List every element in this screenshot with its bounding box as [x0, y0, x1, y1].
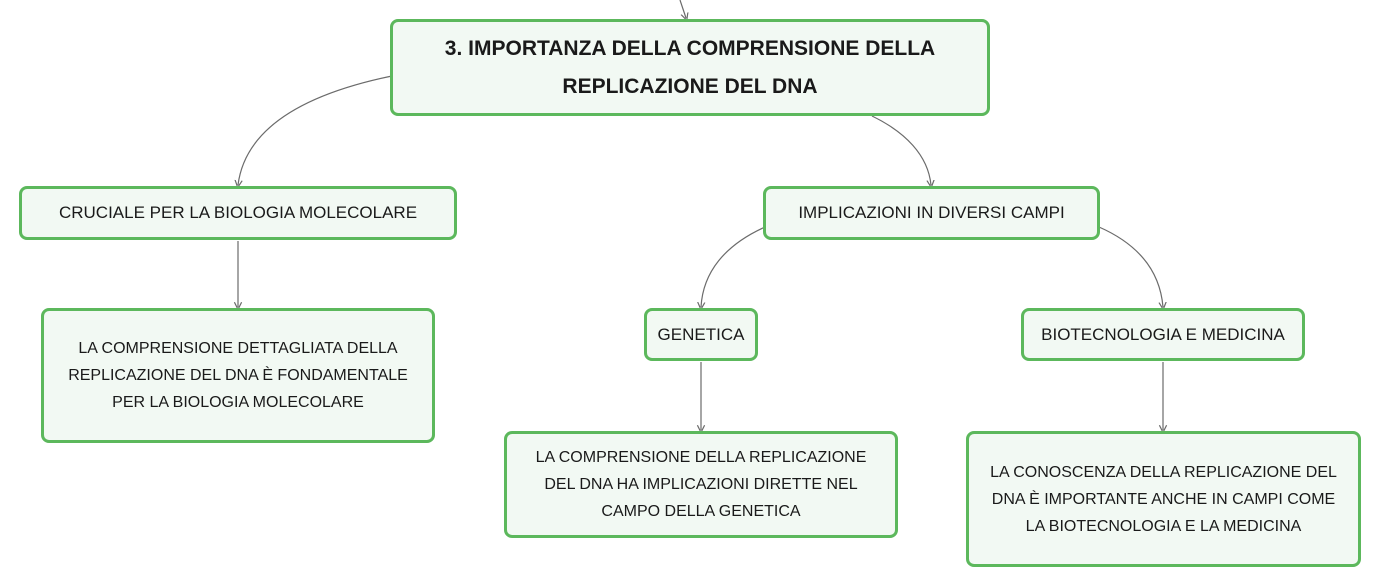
- connector-root-implicazioni: [871, 115, 931, 185]
- leaf-biologia-line-2: REPLICAZIONE DEL DNA È FONDAMENTALE: [68, 367, 408, 384]
- branch-node-genetica[interactable]: GENETICA: [644, 308, 758, 361]
- leaf-genetica-line-2: DEL DNA HA IMPLICAZIONI DIRETTE NEL: [544, 476, 858, 493]
- branch-implicazioni-label: IMPLICAZIONI IN DIVERSI CAMPI: [798, 203, 1065, 222]
- leaf-biologia-line-1: LA COMPRENSIONE DETTAGLIATA DELLA: [78, 340, 398, 357]
- connector-root-biologia: [238, 75, 393, 185]
- branch-node-biotecnologia[interactable]: BIOTECNOLOGIA E MEDICINA: [1021, 308, 1305, 361]
- root-text-line-2: REPLICAZIONE DEL DNA: [562, 74, 818, 98]
- branch-node-implicazioni[interactable]: IMPLICAZIONI IN DIVERSI CAMPI: [763, 186, 1100, 240]
- branch-biologia-label: CRUCIALE PER LA BIOLOGIA MOLECOLARE: [58, 203, 418, 222]
- leaf-genetica-text: LA COMPRENSIONE DELLA REPLICAZIONE DEL D…: [536, 444, 867, 525]
- root-text-line-1: 3. IMPORTANZA DELLA COMPRENSIONE DELLA: [444, 36, 936, 60]
- leaf-biotecnologia-line-2: DNA È IMPORTANTE ANCHE IN CAMPI COME: [991, 490, 1336, 508]
- leaf-node-biologia[interactable]: LA COMPRENSIONE DETTAGLIATA DELLA REPLIC…: [41, 308, 435, 443]
- branch-genetica-label: GENETICA: [657, 324, 745, 344]
- leaf-biotecnologia-line-3: LA BIOTECNOLOGIA E LA MEDICINA: [1025, 517, 1302, 535]
- branch-biotecnologia-label: BIOTECNOLOGIA E MEDICINA: [1041, 324, 1285, 344]
- connector-implicazioni-genetica: [701, 226, 766, 307]
- connector-incoming: [679, 0, 686, 18]
- leaf-node-genetica[interactable]: LA COMPRENSIONE DELLA REPLICAZIONE DEL D…: [504, 431, 898, 538]
- connector-implicazioni-biotecnologia: [1098, 226, 1163, 307]
- root-node-text: 3. IMPORTANZA DELLA COMPRENSIONE DELLA R…: [445, 30, 935, 106]
- leaf-biologia-text: LA COMPRENSIONE DETTAGLIATA DELLA REPLIC…: [68, 335, 408, 416]
- leaf-node-biotecnologia[interactable]: LA CONOSCENZA DELLA REPLICAZIONE DEL DNA…: [966, 431, 1361, 567]
- root-node[interactable]: 3. IMPORTANZA DELLA COMPRENSIONE DELLA R…: [390, 19, 990, 116]
- branch-node-biologia[interactable]: CRUCIALE PER LA BIOLOGIA MOLECOLARE: [19, 186, 457, 240]
- leaf-biotecnologia-text: LA CONOSCENZA DELLA REPLICAZIONE DEL DNA…: [990, 459, 1337, 540]
- leaf-biotecnologia-line-1: LA CONOSCENZA DELLA REPLICAZIONE DEL: [990, 463, 1337, 481]
- leaf-genetica-line-1: LA COMPRENSIONE DELLA REPLICAZIONE: [535, 449, 867, 466]
- leaf-biologia-line-3: PER LA BIOLOGIA MOLECOLARE: [112, 394, 364, 411]
- leaf-genetica-line-3: CAMPO DELLA GENETICA: [601, 503, 801, 520]
